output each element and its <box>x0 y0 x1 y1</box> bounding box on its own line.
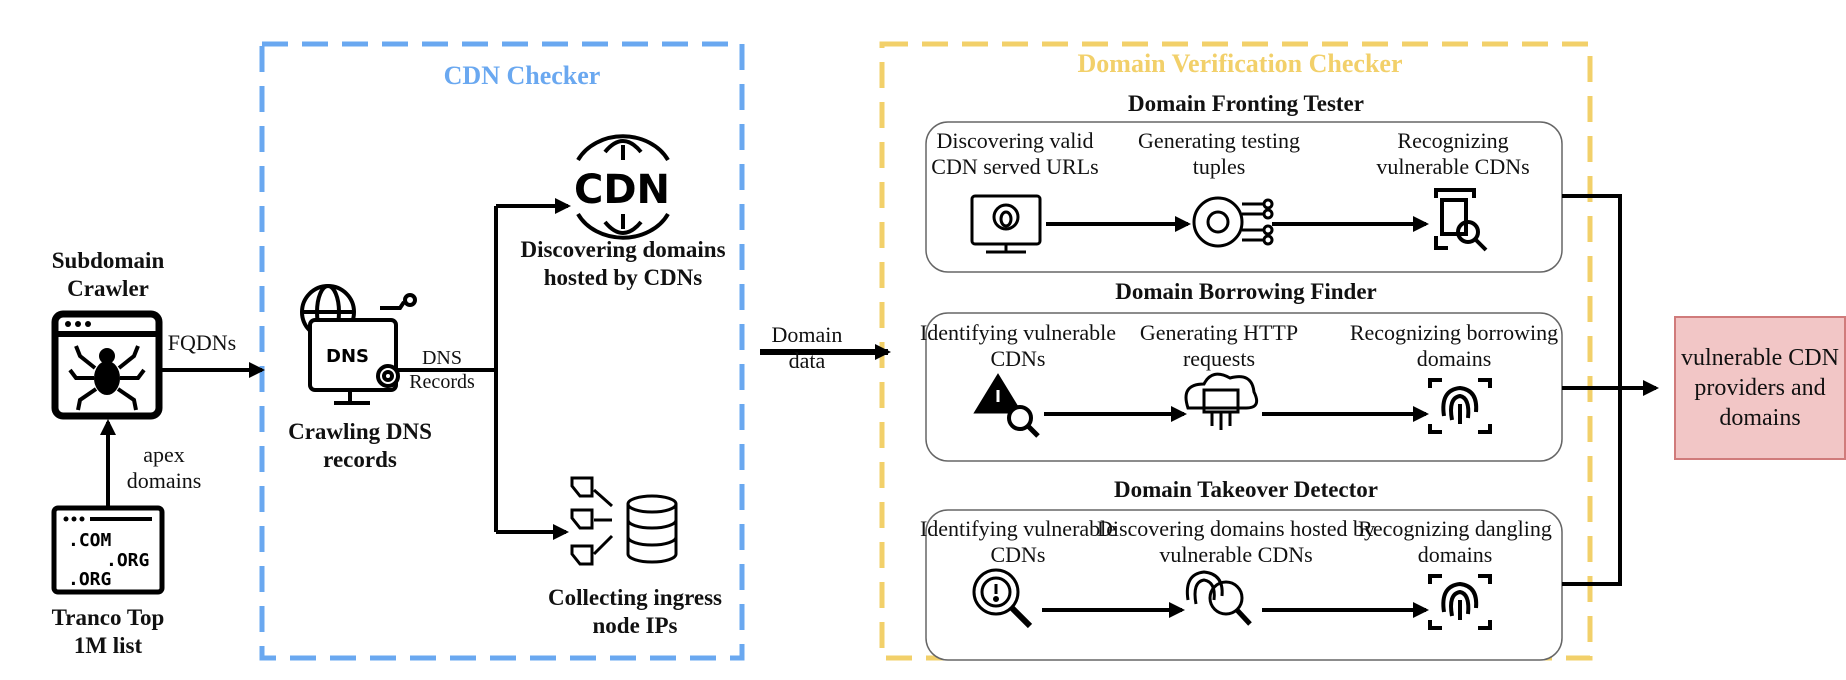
borrowing-step-3: Recognizing borrowing domains <box>1349 320 1559 372</box>
org-label-2: .ORG <box>68 569 111 590</box>
takeover-step-3: Recognizing dangling domains <box>1358 516 1552 568</box>
subdomain-crawler-title: Subdomain Crawler <box>51 248 165 301</box>
takeover-title: Domain Takeover Detector <box>1113 477 1379 502</box>
spider-browser-icon <box>51 310 163 420</box>
dns-server-icon <box>300 284 417 405</box>
result-box: vulnerable CDN providers and domains <box>1674 316 1846 460</box>
tranco-label: Tranco Top 1M list <box>51 605 165 658</box>
discovering-domains-label: Discovering domains hosted by CDNs <box>520 237 726 290</box>
takeover-step-1: Identifying vulnerable CDNs <box>919 516 1117 568</box>
verification-title: Domain Verification Checker <box>1077 49 1403 78</box>
cdn-icon-text: CDN <box>574 167 670 213</box>
fingerprint-search-icon <box>1185 570 1252 626</box>
borrowing-step-1: Identifying vulnerable CDNs <box>919 320 1117 372</box>
apex-domains-label: apex domains <box>126 442 202 494</box>
cloud-server-icon <box>1184 372 1259 430</box>
com-label: .COM <box>68 530 112 551</box>
fronting-title: Domain Fronting Tester <box>1128 91 1364 116</box>
takeover-step-2: Discovering domains hosted by vulnerable… <box>1096 516 1376 568</box>
collecting-ips-label: Collecting ingress node IPs <box>548 585 722 638</box>
fronting-step-2: Generating testing tuples <box>1138 128 1300 180</box>
fingerprint-icon-borrowing <box>1428 378 1492 434</box>
org-label-1: .ORG <box>106 550 149 571</box>
fqdns-label: FQDNs <box>167 330 237 355</box>
tranco-list-icon: .COM .ORG .ORG <box>51 505 165 595</box>
merge-connectors <box>1562 194 1659 586</box>
dns-branch-arrows <box>396 198 571 540</box>
cdn-globe-icon <box>576 134 670 240</box>
fingerprint-icon-takeover <box>1428 574 1492 630</box>
scan-magnifier-icon <box>1434 188 1488 252</box>
cdn-checker-border <box>259 41 745 661</box>
processor-gear-icon <box>1192 196 1274 248</box>
dns-icon-text: DNS <box>326 346 369 367</box>
borrowing-step-2: Generating HTTP requests <box>1139 320 1299 372</box>
warning-search-icon <box>973 373 1040 438</box>
cdn-checker-title: CDN Checker <box>443 61 601 90</box>
domain-data-label: Domain data <box>771 322 843 374</box>
fronting-step-3: Recognizing vulnerable CDNs <box>1376 128 1530 180</box>
crawling-dns-label: Crawling DNS records <box>288 419 432 472</box>
fronting-step-1: Discovering valid CDN served URLs <box>931 128 1099 180</box>
ip-collection-icon <box>570 476 678 566</box>
borrowing-title: Domain Borrowing Finder <box>1115 279 1377 304</box>
computer-bug-icon <box>970 194 1042 254</box>
dns-records-label: DNS Records <box>409 347 475 393</box>
result-text: vulnerable CDN providers and domains <box>1681 345 1839 431</box>
alert-magnifier-icon <box>972 568 1033 629</box>
